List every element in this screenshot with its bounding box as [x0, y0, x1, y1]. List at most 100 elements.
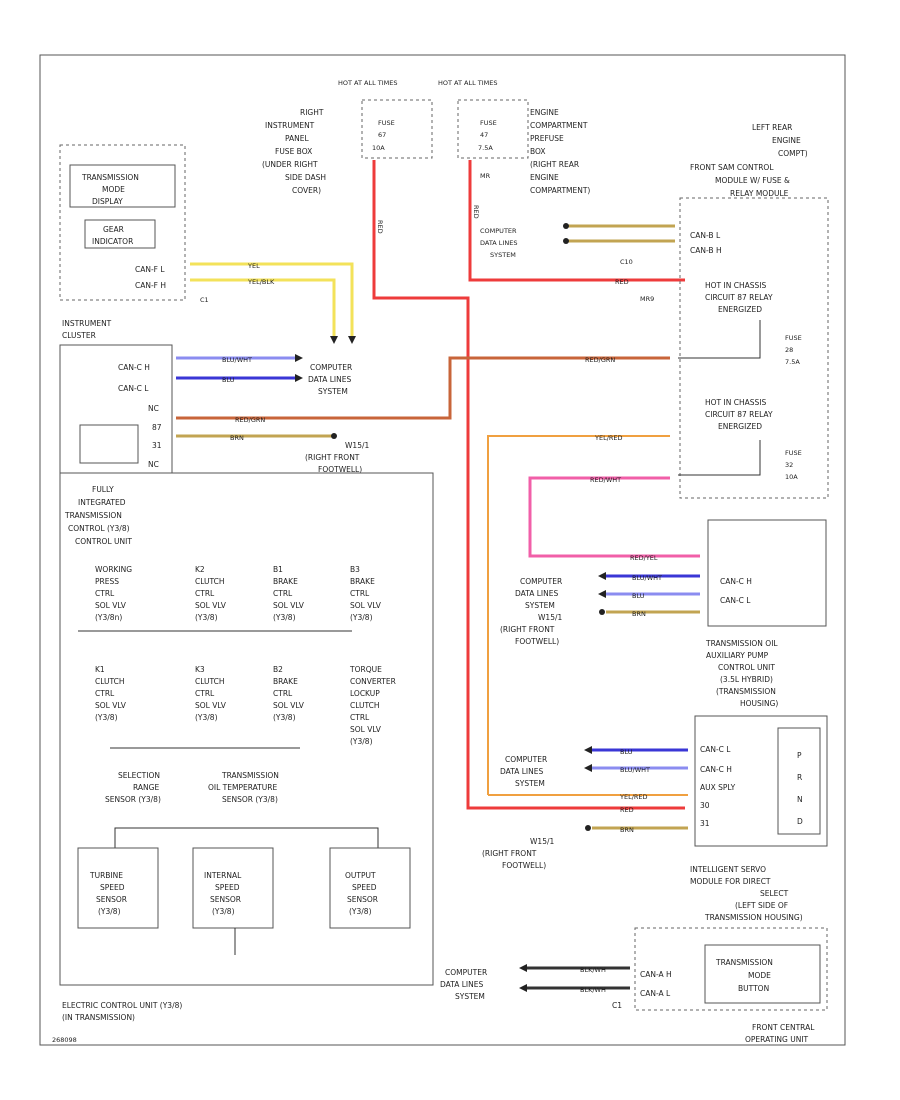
svg-text:SOL VLV: SOL VLV: [273, 601, 305, 610]
svg-text:CONTROL (Y3/8): CONTROL (Y3/8): [68, 524, 130, 533]
svg-text:YEL/RED: YEL/RED: [619, 793, 648, 801]
svg-text:W15/1: W15/1: [530, 837, 554, 846]
svg-text:CAN-C H: CAN-C H: [700, 765, 732, 774]
svg-text:COMPUTER: COMPUTER: [520, 577, 562, 586]
svg-text:FOOTWELL): FOOTWELL): [502, 861, 546, 870]
fuse32-amp: 10A: [785, 473, 798, 481]
svg-text:(Y3/8): (Y3/8): [195, 713, 218, 722]
svg-text:DISPLAY: DISPLAY: [92, 197, 123, 206]
mode-button-module: [634, 927, 828, 1011]
svg-text:RED/WHT: RED/WHT: [590, 476, 621, 484]
svg-text:RED/GRN: RED/GRN: [585, 356, 615, 364]
fuse28-amp: 7.5A: [785, 358, 800, 366]
svg-text:CAN-A H: CAN-A H: [640, 970, 672, 979]
svg-text:SYSTEM: SYSTEM: [318, 387, 348, 396]
svg-text:(IN TRANSMISSION): (IN TRANSMISSION): [62, 1013, 135, 1022]
svg-text:(Y3/8): (Y3/8): [349, 907, 372, 916]
svg-text:R: R: [797, 773, 802, 782]
rel2-3: ENERGIZED: [718, 422, 762, 431]
tmd-module: [59, 144, 186, 301]
svg-text:PRESS: PRESS: [95, 577, 119, 586]
cdls-sam-2: DATA LINES: [480, 239, 517, 247]
svg-text:BLU/WHT: BLU/WHT: [632, 574, 662, 582]
svg-text:CLUTCH: CLUTCH: [95, 677, 125, 686]
mr-pin: MR: [480, 172, 491, 180]
svg-text:SOL VLV: SOL VLV: [350, 601, 382, 610]
svg-text:B3: B3: [350, 565, 360, 574]
svg-text:PANEL: PANEL: [285, 134, 310, 143]
svg-text:MODULE FOR DIRECT: MODULE FOR DIRECT: [690, 877, 771, 886]
svg-text:COMPUTER: COMPUTER: [310, 363, 352, 372]
svg-text:INTELLIGENT SERVO: INTELLIGENT SERVO: [690, 865, 766, 874]
engine-prefuse-label: ENGINE COMPARTMENT PREFUSE BOX (RIGHT RE…: [530, 108, 590, 195]
svg-text:SOL VLV: SOL VLV: [95, 601, 127, 610]
ecu-label: ELECTRIC CONTROL UNIT (Y3/8): [62, 1001, 182, 1010]
svg-text:SYSTEM: SYSTEM: [525, 601, 555, 610]
sam-mr9: MR9: [640, 295, 654, 303]
svg-text:D: D: [797, 817, 803, 826]
svg-text:COMPUTER: COMPUTER: [505, 755, 547, 764]
svg-text:INSTRUMENT: INSTRUMENT: [265, 121, 315, 130]
svg-text:BRN: BRN: [230, 434, 244, 442]
hot-label-left: HOT AT ALL TIMES: [338, 79, 398, 87]
svg-text:CTRL: CTRL: [95, 589, 115, 598]
rel2-2: CIRCUIT 87 RELAY: [705, 410, 773, 419]
tcu-label: FULLY INTEGRATED TRANSMISSION CONTROL (Y…: [64, 485, 132, 546]
svg-text:FOOTWELL): FOOTWELL): [318, 465, 362, 474]
tmd-box: [69, 164, 176, 208]
fuse32-link: [678, 440, 761, 476]
svg-text:CONTROL UNIT: CONTROL UNIT: [75, 537, 132, 546]
svg-text:CTRL: CTRL: [195, 689, 215, 698]
svg-text:(Y3/8): (Y3/8): [273, 713, 296, 722]
svg-text:SENSOR (Y3/8): SENSOR (Y3/8): [105, 795, 161, 804]
svg-text:SOL VLV: SOL VLV: [350, 725, 382, 734]
svg-text:COMPARTMENT: COMPARTMENT: [530, 121, 588, 130]
ecu-outline: [59, 472, 434, 986]
prnd-box: [777, 727, 821, 835]
svg-text:RANGE: RANGE: [133, 783, 159, 792]
svg-text:(LEFT SIDE OF: (LEFT SIDE OF: [735, 901, 788, 910]
svg-text:RIGHT: RIGHT: [300, 108, 324, 117]
svg-text:YEL: YEL: [247, 262, 260, 270]
svg-text:(RIGHT FRONT: (RIGHT FRONT: [482, 849, 537, 858]
svg-text:BLU/WHT: BLU/WHT: [620, 766, 650, 774]
svg-text:TURBINE: TURBINE: [89, 871, 123, 880]
red-label-1: RED: [376, 220, 384, 234]
svg-text:GEAR: GEAR: [103, 225, 124, 234]
svg-text:MODE: MODE: [748, 971, 771, 980]
fuse28-num: 28: [785, 346, 793, 354]
svg-text:SPEED: SPEED: [100, 883, 125, 892]
svg-text:SIDE DASH: SIDE DASH: [285, 173, 326, 182]
svg-text:CTRL: CTRL: [350, 589, 370, 598]
svg-text:W15/1: W15/1: [538, 613, 562, 622]
svg-text:31: 31: [700, 819, 710, 828]
svg-text:FRONT CENTRAL: FRONT CENTRAL: [752, 1023, 815, 1032]
svg-text:TRANSMISSION: TRANSMISSION: [221, 771, 279, 780]
diagram-frame: [39, 54, 846, 1046]
svg-text:FULLY: FULLY: [92, 485, 114, 494]
svg-text:TORQUE: TORQUE: [349, 665, 382, 674]
svg-text:CLUTCH: CLUTCH: [195, 677, 225, 686]
svg-text:BOX: BOX: [530, 147, 546, 156]
internal-speed-sensor: [192, 847, 274, 929]
yel-red-wire: [487, 435, 670, 795]
svg-text:YEL/BLK: YEL/BLK: [247, 278, 275, 286]
sam-c10: C10: [620, 258, 633, 266]
ip-fuse-box-outline: [361, 99, 433, 159]
svg-text:TRANSMISSION: TRANSMISSION: [81, 173, 139, 182]
svg-text:NC: NC: [148, 460, 159, 469]
gear-indicator-box: [84, 219, 156, 249]
red-wire-fuse47: [468, 160, 685, 282]
fuse28-label: FUSE: [785, 334, 802, 342]
svg-text:B1: B1: [273, 565, 283, 574]
svg-text:SENSOR: SENSOR: [347, 895, 378, 904]
svg-text:RED: RED: [620, 806, 634, 814]
cluster-pins: CAN-C H CAN-C L NC 87 31 NC: [118, 363, 162, 469]
instrument-cluster: [59, 344, 173, 474]
svg-text:INSTRUMENT: INSTRUMENT: [62, 319, 112, 328]
svg-text:SOL VLV: SOL VLV: [195, 601, 227, 610]
fuse28-link: [678, 320, 761, 359]
sam-can-bh: CAN-B H: [690, 246, 722, 255]
